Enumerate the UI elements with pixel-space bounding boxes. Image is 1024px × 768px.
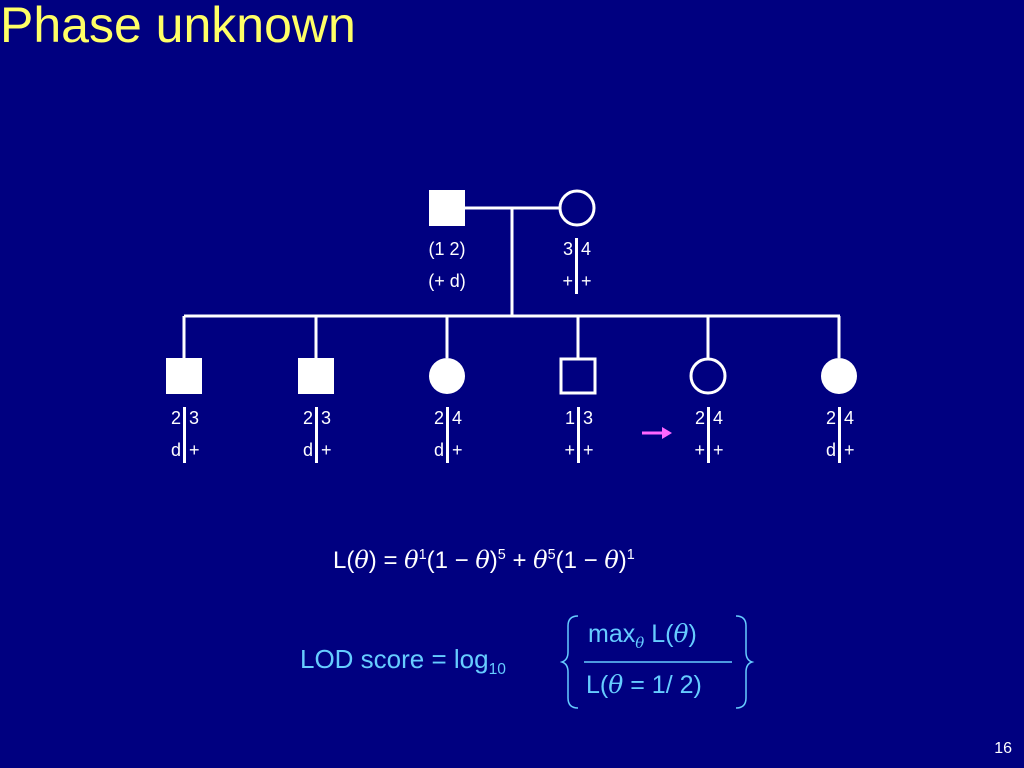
father-affected-male-symbol xyxy=(429,190,465,226)
exponent: 5 xyxy=(497,547,506,563)
child-5-allele-bottom-left: + xyxy=(694,440,705,460)
theta-symbol: θ xyxy=(604,546,619,574)
likelihood-term: (1 − xyxy=(426,547,476,574)
mother-allele-bottom-right: + xyxy=(581,271,592,291)
child-3-genotype: 2 4 d + xyxy=(424,407,472,463)
child-3-haplotype-bar xyxy=(446,407,449,463)
child-1-allele-bottom-right: + xyxy=(189,440,200,460)
theta-symbol: θ xyxy=(673,619,689,648)
child-1-affected-male-symbol xyxy=(166,358,202,394)
lod-label: LOD score = log10 xyxy=(300,646,506,678)
exponent: 5 xyxy=(547,547,556,563)
page-number: 16 xyxy=(994,740,1012,757)
child-5-haplotype-bar xyxy=(707,407,710,463)
theta-symbol: θ xyxy=(608,670,624,699)
child-1-genotype: 2 3 d + xyxy=(161,407,209,463)
child-4-haplotype-bar xyxy=(577,407,580,463)
child-6-affected-female-symbol xyxy=(821,358,857,394)
numerator-close: ) xyxy=(688,620,697,648)
child-5-genotype: 2 4 + + xyxy=(685,407,733,463)
likelihood-plus: + xyxy=(505,547,534,574)
mother-unaffected-female-symbol xyxy=(558,189,596,227)
child-4-allele-bottom-right: + xyxy=(583,440,594,460)
child-4-allele-bottom-left: + xyxy=(564,440,575,460)
likelihood-term: ) xyxy=(489,547,498,574)
child-5-allele-top-left: 2 xyxy=(694,408,705,428)
child-1-allele-top-right: 3 xyxy=(189,408,200,428)
mother-allele-bottom-left: + xyxy=(562,271,573,291)
likelihood-term: (1 − xyxy=(555,547,605,574)
child-5-allele-bottom-right: + xyxy=(713,440,724,460)
likelihood-lhs: L( xyxy=(333,547,355,574)
theta-symbol: θ xyxy=(635,634,645,652)
child-2-genotype: 2 3 d + xyxy=(293,407,341,463)
theta-symbol: θ xyxy=(475,546,490,574)
child-2-allele-top-left: 2 xyxy=(302,408,313,428)
child-2-allele-top-right: 3 xyxy=(321,408,332,428)
child-6-allele-top-left: 2 xyxy=(825,408,836,428)
child-4-allele-top-right: 3 xyxy=(583,408,594,428)
proband-arrow xyxy=(642,427,672,439)
mother-allele-top-right: 4 xyxy=(581,239,592,259)
lod-braces xyxy=(560,615,755,709)
child-6-allele-top-right: 4 xyxy=(844,408,855,428)
child-2-affected-male-symbol xyxy=(298,358,334,394)
child-4-allele-top-left: 1 xyxy=(564,408,575,428)
exponent: 1 xyxy=(626,547,635,563)
likelihood-term: ) xyxy=(618,547,627,574)
theta-symbol: θ xyxy=(533,546,548,574)
child-2-allele-bottom-left: d xyxy=(302,440,313,460)
lod-numerator: maxθ L(θ) xyxy=(588,621,697,651)
exponent: 1 xyxy=(418,547,427,563)
child-3-allele-bottom-left: d xyxy=(433,440,444,460)
mother-haplotype-bar xyxy=(575,238,578,294)
child-3-affected-female-symbol xyxy=(429,358,465,394)
lod-score-text: LOD score = log xyxy=(300,644,489,674)
lod-denominator: L(θ = 1/ 2) xyxy=(586,672,702,698)
child-6-genotype: 2 4 d + xyxy=(816,407,864,463)
numerator-text: L( xyxy=(644,620,674,648)
father-phase-markers: (1 2) xyxy=(428,239,466,259)
child-2-haplotype-bar xyxy=(315,407,318,463)
child-2-allele-bottom-right: + xyxy=(321,440,332,460)
child-5-allele-top-right: 4 xyxy=(713,408,724,428)
mother-allele-top-left: 3 xyxy=(562,239,573,259)
child-1-allele-top-left: 2 xyxy=(170,408,181,428)
father-phase-disease: (+ d) xyxy=(428,271,466,291)
child-4-genotype: 1 3 + + xyxy=(555,407,603,463)
theta-symbol: θ xyxy=(354,546,369,574)
child-6-allele-bottom-right: + xyxy=(844,440,855,460)
child-3-allele-top-left: 2 xyxy=(433,408,444,428)
child-3-allele-top-right: 4 xyxy=(452,408,463,428)
log-base: 10 xyxy=(488,661,506,679)
child-1-haplotype-bar xyxy=(183,407,186,463)
denominator-text: L( xyxy=(586,671,609,699)
likelihood-formula: L(θ) = θ1(1 − θ)5 + θ5(1 − θ)1 xyxy=(333,548,635,573)
child-6-allele-bottom-left: d xyxy=(825,440,836,460)
max-text: max xyxy=(588,620,636,648)
mother-genotype: 3 4 + + xyxy=(553,238,601,294)
denominator-rest: = 1/ 2) xyxy=(623,671,702,699)
theta-symbol: θ xyxy=(404,546,419,574)
child-3-allele-bottom-right: + xyxy=(452,440,463,460)
likelihood-equals: ) = xyxy=(368,547,405,574)
child-4-unaffected-male-symbol xyxy=(559,357,597,395)
child-5-unaffected-female-symbol xyxy=(689,357,727,395)
slide-title: Phase unknown xyxy=(0,0,356,53)
child-6-haplotype-bar xyxy=(838,407,841,463)
child-1-allele-bottom-left: d xyxy=(170,440,181,460)
